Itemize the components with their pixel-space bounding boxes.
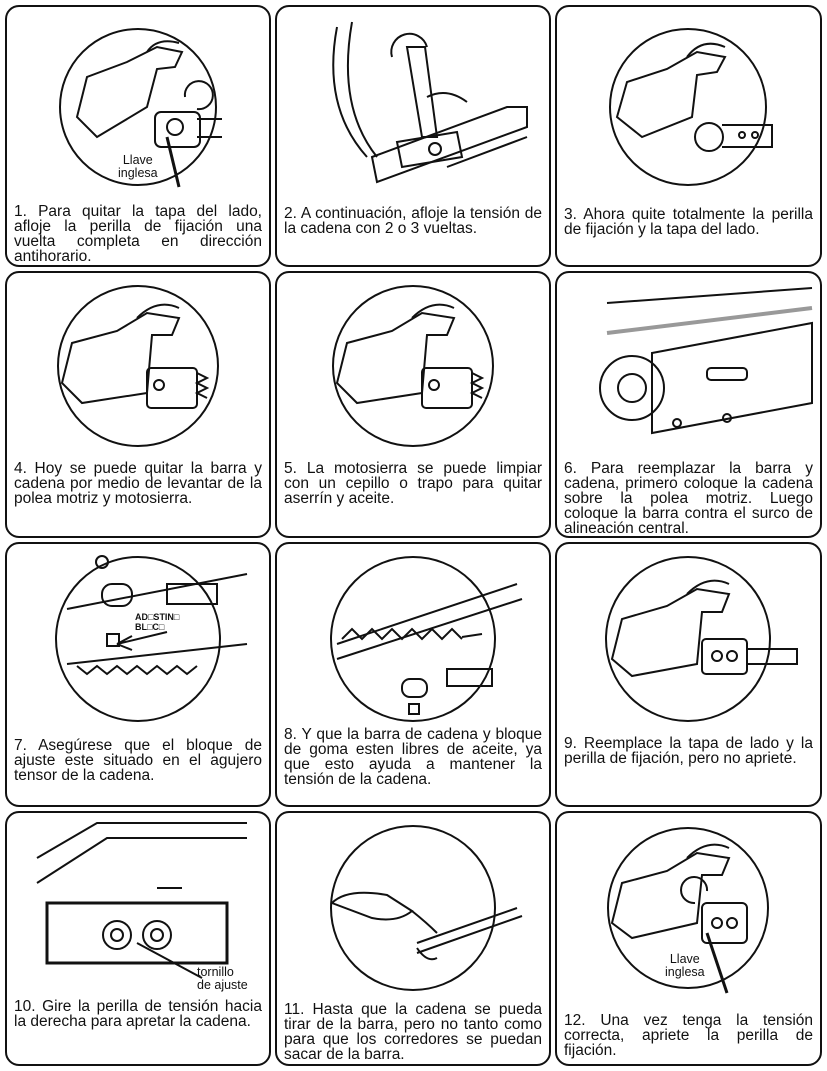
step-panel-7: AD□STIN□BL□C□ 7. Asegúrese que el bloque…	[5, 542, 271, 807]
step-9-caption: 9. Reemplace la tapa de lado y la perill…	[564, 736, 813, 766]
step-2-caption: 2. A continuación, afloje la tensión de …	[284, 206, 542, 236]
step-10-caption: 10. Gire la perilla de tensión hacia la …	[14, 999, 262, 1029]
step-6-illustration	[557, 273, 820, 453]
step-3-caption: 3. Ahora quite totalmente la perilla de …	[564, 207, 813, 237]
step-panel-5: 5. La motosierra se puede limpiar con un…	[275, 271, 551, 538]
step-12-caption: 12. Una vez tenga la tensión correcta, a…	[564, 1013, 813, 1058]
step-5-caption: 5. La motosierra se puede limpiar con un…	[284, 461, 542, 506]
step-8-caption: 8. Y que la barra de cadena y bloque de …	[284, 727, 542, 787]
step-9-illustration	[557, 544, 820, 729]
step-panel-2: 2. A continuación, afloje la tensión de …	[275, 5, 551, 267]
step-panel-6: 6. Para reemplazar la barra y cadena, pr…	[555, 271, 822, 538]
step-2-illustration	[277, 7, 549, 202]
step-11-illustration	[277, 813, 549, 1003]
step-7-illustration: AD□STIN□BL□C□	[7, 544, 269, 729]
step-1-caption: 1. Para quitar la tapa del lado, afloje …	[14, 204, 262, 264]
step-8-illustration	[277, 544, 549, 729]
step-panel-9: 9. Reemplace la tapa de lado y la perill…	[555, 542, 822, 807]
step-panel-11: 11. Hasta que la cadena se pueda tirar d…	[275, 811, 551, 1066]
step-3-illustration	[557, 7, 820, 202]
step-11-caption: 11. Hasta que la cadena se pueda tirar d…	[284, 1002, 542, 1062]
step-panel-4: 4. Hoy se puede quitar la barra y cadena…	[5, 271, 271, 538]
step-6-caption: 6. Para reemplazar la barra y cadena, pr…	[564, 461, 813, 536]
step-7-caption: 7. Asegúrese que el bloque de ajuste est…	[14, 738, 262, 783]
step-panel-8: 8. Y que la barra de cadena y bloque de …	[275, 542, 551, 807]
step-5-illustration	[277, 273, 549, 453]
step-7-stamp: AD□STIN□BL□C□	[135, 612, 179, 632]
step-4-caption: 4. Hoy se puede quitar la barra y cadena…	[14, 461, 262, 506]
step-4-illustration	[7, 273, 269, 453]
step-panel-3: 3. Ahora quite totalmente la perilla de …	[555, 5, 822, 267]
